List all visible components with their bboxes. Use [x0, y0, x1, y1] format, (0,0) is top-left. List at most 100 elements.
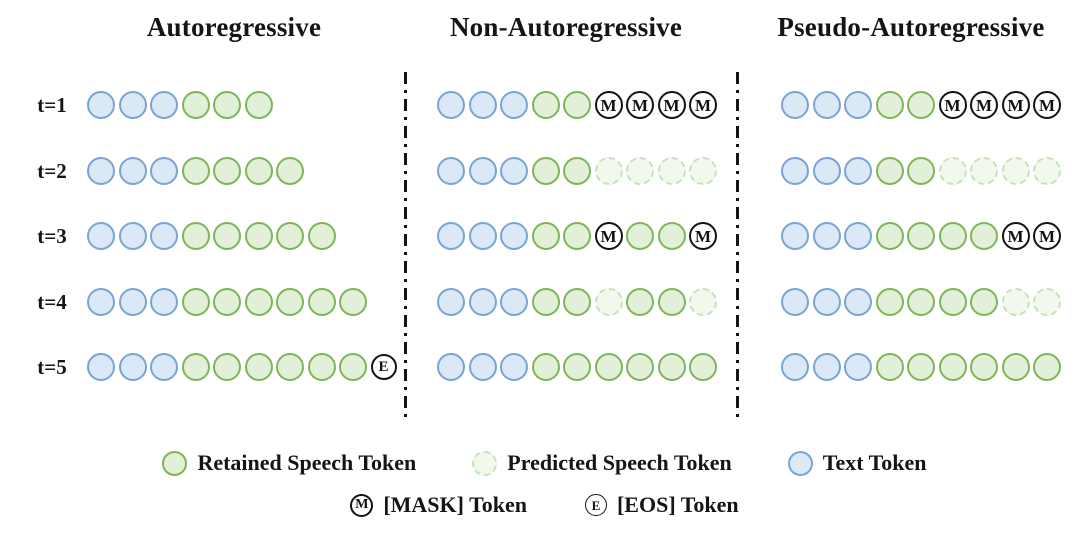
text-token-legend-icon [787, 450, 813, 476]
retained-speech-token [531, 156, 560, 185]
retained-speech-token [531, 222, 560, 250]
retained-speech-token [1001, 353, 1030, 381]
retained-speech-token [689, 353, 717, 381]
mask-token: M [1033, 91, 1061, 119]
text-token [150, 222, 178, 250]
predicted-speech-token [1001, 156, 1030, 185]
retained-speech-token [563, 91, 591, 119]
retained-speech-token [907, 91, 935, 119]
token-sequence-col1-t=5: E [87, 353, 397, 381]
predicted-speech-token [1033, 156, 1061, 185]
text-token [781, 287, 809, 316]
retained-speech-token [213, 156, 241, 185]
retained-speech-token [563, 156, 591, 185]
retained-speech-token [276, 353, 304, 381]
text-token [150, 287, 178, 316]
retained-speech-token [213, 222, 241, 250]
legend-item-text-token: Text Token [787, 450, 927, 476]
text-token [87, 222, 115, 250]
token-sequence-col3-t=5 [781, 353, 1061, 381]
mask-token: M [626, 91, 654, 119]
retained-speech-token [531, 91, 560, 119]
legend-label: Retained Speech Token [197, 450, 417, 475]
text-token [500, 156, 528, 185]
text-token [812, 91, 841, 119]
eos-token-legend-icon: E [584, 494, 607, 516]
text-token [87, 91, 115, 119]
text-token [437, 156, 465, 185]
timestep-label: t=4 [37, 289, 67, 314]
retained-speech-token [563, 287, 591, 316]
retained-speech-token [181, 91, 210, 119]
token-sequence-col1-t=1 [87, 91, 273, 119]
legend-label: Text Token [822, 450, 927, 475]
text-token [781, 353, 809, 381]
retained-speech-token [563, 353, 591, 381]
predicted-speech-token [594, 156, 623, 185]
mask-token: M [1001, 222, 1030, 250]
legend-label: Predicted Speech Token [507, 450, 732, 475]
retained-speech-token [531, 353, 560, 381]
text-token [468, 353, 497, 381]
token-sequence-col2-t=5 [437, 353, 717, 381]
text-token [781, 156, 809, 185]
eos-token: E [370, 354, 397, 380]
retained-speech-token [875, 91, 904, 119]
legend-label: [MASK] Token [383, 492, 527, 517]
retained-speech-token [626, 287, 654, 316]
token-sequence-col2-t=4 [437, 287, 717, 316]
retained-speech-token [181, 222, 210, 250]
text-token [781, 91, 809, 119]
text-token [437, 353, 465, 381]
column-title-pseudo-autoregressive: Pseudo-Autoregressive [777, 12, 1045, 42]
retained-speech-token [907, 156, 935, 185]
retained-speech-token [276, 222, 304, 250]
retained-speech-token [276, 287, 304, 316]
retained-speech-token [875, 222, 904, 250]
text-token [812, 222, 841, 250]
text-token [781, 222, 809, 250]
token-sequence-col2-t=2 [437, 156, 717, 185]
text-token [844, 222, 872, 250]
mask-token: M [689, 91, 717, 119]
retained-speech-token-legend-icon [162, 450, 188, 476]
retained-speech-token [181, 353, 210, 381]
retained-speech-token [307, 287, 336, 316]
retained-speech-token [213, 91, 241, 119]
timestep-label: t=2 [37, 158, 67, 183]
text-token [118, 287, 147, 316]
legend-label: [EOS] Token [616, 492, 739, 517]
legend-item-eos-token: E [EOS] Token [584, 492, 739, 518]
predicted-speech-token-legend-icon [472, 450, 498, 476]
text-token [500, 287, 528, 316]
predicted-speech-token [938, 156, 967, 185]
retained-speech-token [213, 287, 241, 316]
predicted-speech-token [626, 156, 654, 185]
text-token [118, 353, 147, 381]
retained-speech-token [563, 222, 591, 250]
retained-speech-token [657, 222, 686, 250]
predicted-speech-token [594, 287, 623, 316]
text-token [812, 353, 841, 381]
mask-token: M [689, 222, 717, 250]
text-token [437, 91, 465, 119]
mask-token: M [970, 91, 998, 119]
text-token [468, 287, 497, 316]
retained-speech-token [1033, 353, 1061, 381]
mask-token: M [594, 222, 623, 250]
retained-speech-token [594, 353, 623, 381]
predicted-speech-token [689, 156, 717, 185]
text-token [87, 287, 115, 316]
text-token [87, 156, 115, 185]
retained-speech-token [875, 353, 904, 381]
retained-speech-token [244, 156, 273, 185]
predicted-speech-token [689, 287, 717, 316]
retained-speech-token [875, 287, 904, 316]
predicted-speech-token [1001, 287, 1030, 316]
text-token [87, 353, 115, 381]
retained-speech-token [657, 287, 686, 316]
